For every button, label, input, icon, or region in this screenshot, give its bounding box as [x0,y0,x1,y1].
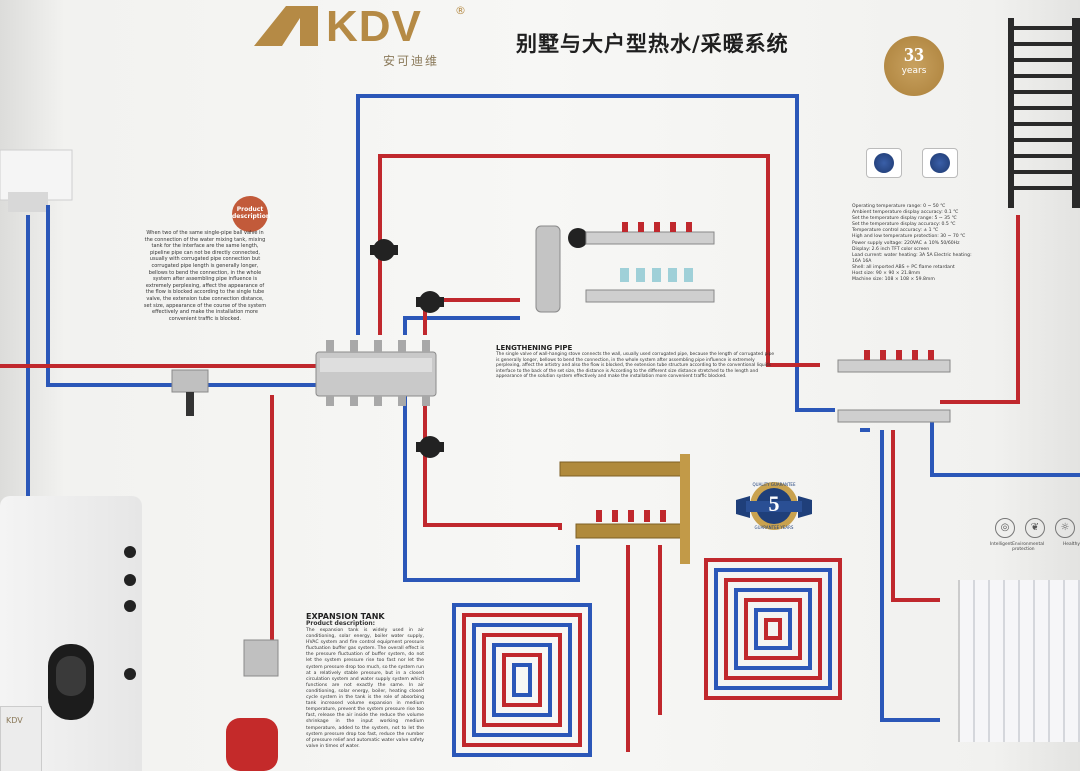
spec-line: Set the temperature display range: 5 ~ 3… [852,216,957,222]
expansion-tank-title: EXPANSION TANK [306,612,385,621]
floor-heating-coil-right [704,558,842,700]
spec-line: Host size: 90 × 90 × 21.8mm [852,271,921,277]
quality-guarantee-badge: 5 QUALITY GUARANTEE GUARANTEE YEARS [736,478,812,534]
tank-port [124,546,136,558]
tank-port [124,668,136,680]
eco-label: Environmental protection [1012,542,1045,552]
spec-line: Power supply voltage: 220VAC ± 10% 50/60… [852,240,960,246]
spec-line: Machine size: 108 × 108 × 59.8mm [852,277,935,283]
floor-heating-coil-left [452,603,592,757]
eco-feature-icons: ◎ ❦ ☼ Intelligent Environmental protecti… [990,518,1080,552]
guarantee-ribbon-icon [736,482,812,530]
thermostat-specs: Operating temperature range: 0 ~ 50 ℃ Am… [852,204,982,283]
red-pipes [0,154,1020,752]
mixing-station [535,222,715,313]
safety-valve-group [171,369,209,416]
left-product-description: When two of the same single-pipe ball va… [143,230,267,322]
tank-label-plate [0,706,42,771]
brass-manifold [559,454,690,564]
lengthening-pipe-body: The single valve of wall-hanging stove c… [496,352,775,380]
boiler-valves [8,192,48,212]
tank-port [124,574,136,586]
column-radiator [958,580,1080,742]
guarantee-bottom-text: GUARANTEE YEARS [754,525,794,530]
intelligent-icon: ◎ [995,518,1015,538]
wall-boiler-unit [0,149,73,201]
spec-line: Ambient temperature display accuracy: 0.… [852,210,959,216]
spec-line: Load current: water heating: 3A 5A Elect… [852,252,972,264]
spec-line: Set the temperature display accuracy: 0.… [852,222,956,228]
expansion-tank-body: The expansion tank is widely used in air… [306,628,424,749]
tank-display [56,656,86,696]
expansion-tank-subtitle: Product description: [306,620,376,627]
radiator-manifold [837,350,951,423]
anniversary-number: 33 [904,44,924,66]
guarantee-number: 5 [768,491,780,516]
blue-pipes [26,94,1080,722]
hot-water-storage-tank [0,496,142,771]
spec-line: High and low temperature protection: 30 … [852,234,966,240]
anniversary-label: years [901,66,927,76]
wifi-thermostat-1 [866,148,902,178]
wifi-thermostat-2 [922,148,958,178]
spec-line: Display: 2.6 inch TFT color screen [852,246,930,252]
main-distribution-manifold [315,340,437,406]
lengthening-pipe-title: LENGTHENING PIPE [496,344,573,352]
brand-chinese-name: 安可迪维 [383,54,440,68]
health-icon: ☼ [1055,518,1075,538]
circulation-pumps [370,228,588,458]
towel-radiator [1008,18,1080,208]
tank-port [124,600,136,612]
product-description-badge: Product description [232,196,271,232]
kdv-logo-mark [254,6,318,46]
spec-line: Shell: all imported ABS + PC flame retar… [852,264,955,270]
expansion-tank [226,639,279,771]
eco-label: Healthy [1062,542,1080,547]
spec-line: Temperature control accuracy: ± 1 ℃ [852,228,939,234]
leaf-icon: ❦ [1025,518,1045,538]
tank-brand: KDV [6,716,23,725]
guarantee-top-text: QUALITY GUARANTEE [752,482,796,487]
registered-mark: ® [455,4,466,17]
eco-label: Intelligent [990,542,1013,547]
spec-line: Operating temperature range: 0 ~ 50 ℃ [852,204,946,209]
product-badge-label: Product description [232,206,271,220]
anniversary-badge: 33 years [884,36,944,96]
exhibit-title: 别墅与大户型热水/采暖系统 [516,32,789,56]
brand-name: KDV [326,2,422,51]
